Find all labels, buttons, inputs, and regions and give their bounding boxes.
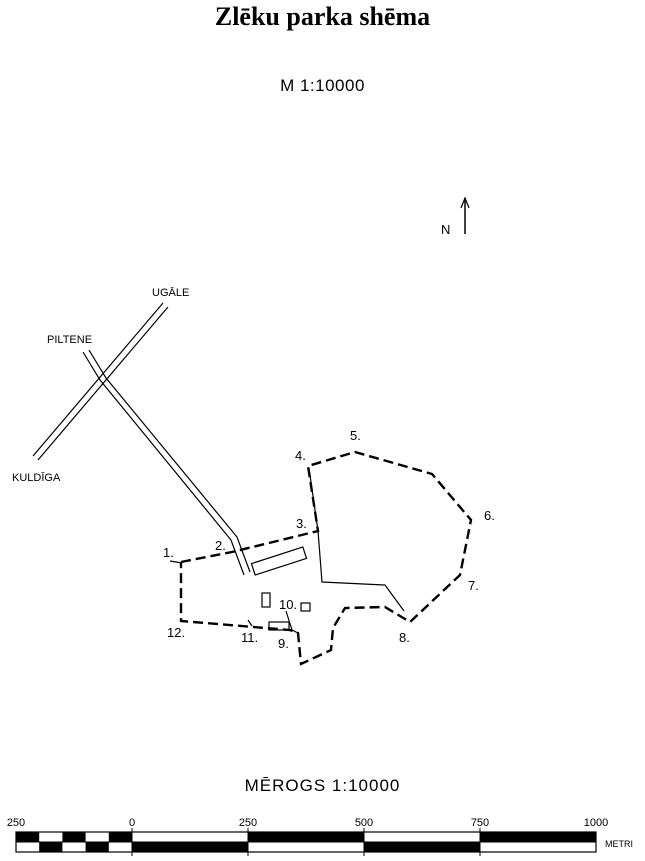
- scale-unit-label: METRI: [605, 839, 633, 849]
- building-small-2: [300, 602, 311, 612]
- building-main: [250, 546, 308, 576]
- park-boundary: [179, 450, 473, 666]
- scale-ratio-top: M 1:10000: [280, 76, 365, 95]
- scale-tick-1000: 1000: [584, 817, 608, 829]
- point-label-8: 8.: [399, 630, 410, 645]
- point-label-2: 2.: [215, 538, 226, 553]
- point-label-12: 12.: [167, 625, 185, 640]
- scale-bar: 250 0 250 500 750 1000 METRI: [7, 817, 633, 856]
- north-label: N: [441, 222, 450, 237]
- point-label-4: 4.: [295, 448, 306, 463]
- point-label-7: 7.: [468, 578, 479, 593]
- scale-ratio-bottom: MĒROGS 1:10000: [244, 776, 401, 795]
- road-label-kuldiga: KULDĪGA: [12, 472, 61, 484]
- building-small-3: [268, 621, 290, 631]
- building-small-1: [261, 592, 271, 608]
- point-label-6: 6.: [484, 508, 495, 523]
- map-title: Zlēku parka shēma: [214, 2, 431, 31]
- scale-tick-750: 750: [471, 817, 489, 829]
- point-label-1: 1.: [163, 545, 174, 560]
- point-label-5: 5.: [350, 428, 361, 443]
- road-label-ugale: UGĀLE: [152, 287, 189, 299]
- point-label-3: 3.: [296, 516, 307, 531]
- park-paths: [169, 467, 405, 634]
- park-buildings: [250, 546, 311, 631]
- point-label-9: 9.: [278, 636, 289, 651]
- road-label-piltene: PILTENE: [47, 334, 92, 346]
- north-arrow-icon: [460, 196, 470, 234]
- scale-tick-500: 500: [355, 817, 373, 829]
- scale-tick-250: 250: [239, 817, 257, 829]
- scale-tick-0: 0: [129, 817, 135, 829]
- point-label-11: 11.: [241, 630, 258, 645]
- scale-tick-250-left: 250: [7, 817, 25, 829]
- road-piltene-park: [82, 349, 251, 576]
- point-label-10: 10.: [279, 597, 297, 612]
